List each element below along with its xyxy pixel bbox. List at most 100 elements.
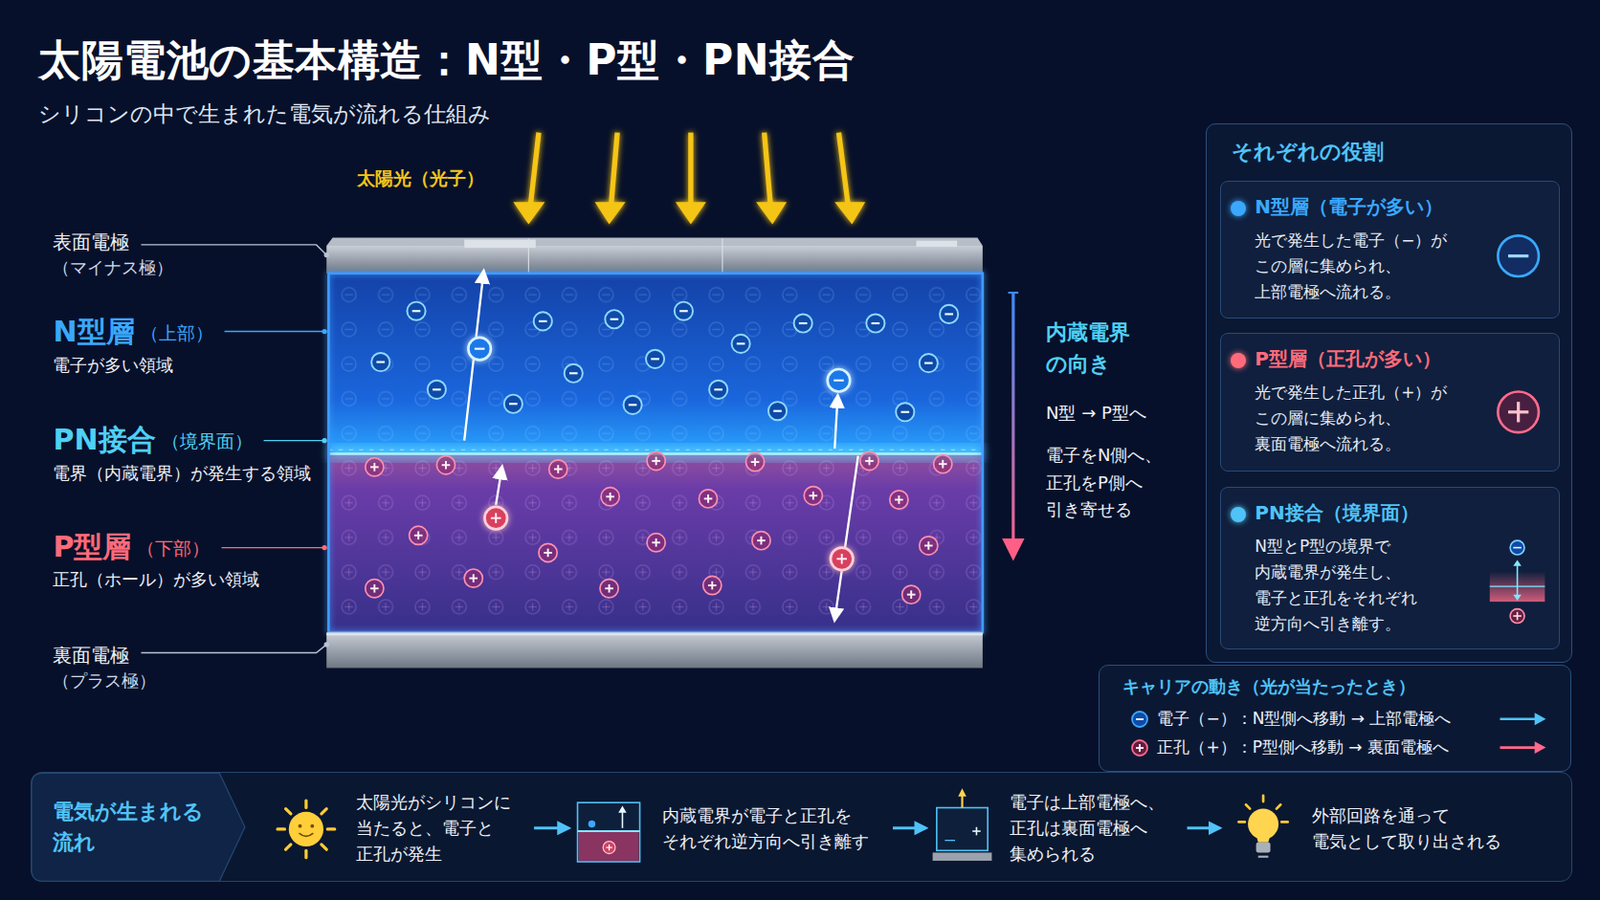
electron <box>412 310 422 312</box>
hole <box>484 507 507 530</box>
junction-icon <box>1512 559 1522 566</box>
electron <box>794 313 813 333</box>
step-text-holder: 電子は上部電極へ、 正孔は裏面電極へ 集められる <box>1009 789 1182 867</box>
carrier-arrows <box>1499 717 1536 721</box>
hole <box>703 576 722 595</box>
flow-step: 電子は上部電極へ、 正孔は裏面電極へ 集められる <box>931 778 1181 880</box>
hole <box>919 536 938 556</box>
hole <box>365 458 384 477</box>
top-electrode <box>326 245 983 274</box>
n-layer <box>328 273 982 455</box>
sunlight-arrows <box>688 133 693 205</box>
hole <box>860 451 879 470</box>
electron <box>406 302 425 321</box>
separation-icon <box>577 802 641 863</box>
carrier-motion-arrow <box>834 456 859 622</box>
leader-dot <box>324 642 330 647</box>
hole-icon <box>1516 401 1520 423</box>
hole <box>655 538 658 548</box>
electron <box>939 305 958 324</box>
flow-step: 太陽光がシリコンに 当たると、電子と 正孔が発生 <box>296 778 529 880</box>
back-electrode <box>326 633 983 636</box>
electron <box>623 396 643 415</box>
junction-icon <box>1516 612 1519 622</box>
leader-line <box>140 244 327 256</box>
electron <box>427 380 446 400</box>
hole <box>365 579 384 599</box>
box-heading: N型層（電子が多い） <box>1254 194 1544 221</box>
label-text: 内蔵電界 の向き <box>1045 316 1161 380</box>
hole <box>464 569 483 588</box>
legend-item: 正孔（+）：P型側へ移動 → 裏面電極へ <box>1130 736 1449 759</box>
electron-icon <box>1497 235 1539 277</box>
electron <box>866 313 885 333</box>
pn-junction <box>328 449 982 451</box>
hole <box>927 541 930 551</box>
hole <box>646 533 666 553</box>
hole <box>417 531 420 540</box>
electron <box>866 313 885 333</box>
electron <box>924 362 934 365</box>
electron <box>406 302 425 321</box>
electron <box>732 334 751 354</box>
top-electrode <box>916 241 958 247</box>
electron <box>569 372 578 375</box>
bullet-dot <box>1230 200 1246 217</box>
hole <box>752 532 771 551</box>
label-text: 裏面電極 <box>52 643 130 669</box>
electron <box>713 388 723 391</box>
hole <box>745 452 764 471</box>
junction-icon <box>1512 595 1522 601</box>
hole-icon <box>1497 391 1539 433</box>
bullet-dot <box>1230 353 1246 369</box>
role-panel: それぞれの役割N型層（電子が多い）光で発生した電子（−）が この層に集められ、 … <box>1205 123 1573 664</box>
hole <box>754 458 756 467</box>
box-text: 太陽光がシリコンに 当たると、電子と 正孔が発生 <box>355 789 529 867</box>
box-text: 光で発生した電子（−）が この層に集められ、 上部電極へ流れる。 <box>1254 227 1480 307</box>
collect-icon <box>972 830 981 833</box>
leader-line <box>140 644 327 654</box>
electron <box>895 402 914 422</box>
flow-arrow <box>892 826 927 830</box>
electron <box>900 411 910 414</box>
box-text: 内蔵電界が電子と正孔を それぞれ逆方向へ引き離す <box>662 802 888 855</box>
bulb-icon <box>1238 821 1245 824</box>
separation-icon <box>602 842 616 855</box>
hole <box>868 457 871 467</box>
electron <box>709 380 728 400</box>
carrier-arrows <box>1534 741 1547 755</box>
hole <box>707 494 710 504</box>
box-text: N型とP型の境界で 内蔵電界が発生し、 電子と正孔をそれぞれ 逆方向へ引き離す。 <box>1254 533 1480 639</box>
hole <box>646 451 666 470</box>
legend-symbol <box>1135 718 1144 721</box>
junction-icon <box>1489 540 1546 623</box>
electron <box>827 369 850 392</box>
box-heading: PN接合（境界面） <box>1254 500 1544 527</box>
hole <box>933 455 953 474</box>
electron <box>944 312 954 315</box>
p-layer <box>328 454 982 634</box>
hole <box>547 549 550 558</box>
flow-arrow <box>1187 826 1221 830</box>
hole <box>409 526 428 545</box>
hole <box>902 585 921 604</box>
electron <box>833 379 845 382</box>
box-text: 光で発生した正孔（+）が この層に集められ、 裏面電極へ流れる。 <box>1254 379 1480 459</box>
hole <box>745 452 764 471</box>
leader-line <box>224 331 326 333</box>
hole <box>698 489 717 509</box>
box-text: 外部回路を通って 電気として取り出される <box>1311 802 1523 855</box>
electron <box>504 395 523 414</box>
hole <box>752 532 771 551</box>
hole <box>830 548 853 571</box>
hole <box>760 536 763 546</box>
carrier-arrows <box>1499 712 1546 755</box>
bulb-icon <box>1256 843 1271 854</box>
leader-line <box>264 440 326 442</box>
legend-symbol <box>1130 710 1150 730</box>
sun-icon <box>321 809 327 815</box>
hole <box>538 543 557 562</box>
label-text: 表面電極 <box>52 229 130 256</box>
electron <box>895 402 914 422</box>
